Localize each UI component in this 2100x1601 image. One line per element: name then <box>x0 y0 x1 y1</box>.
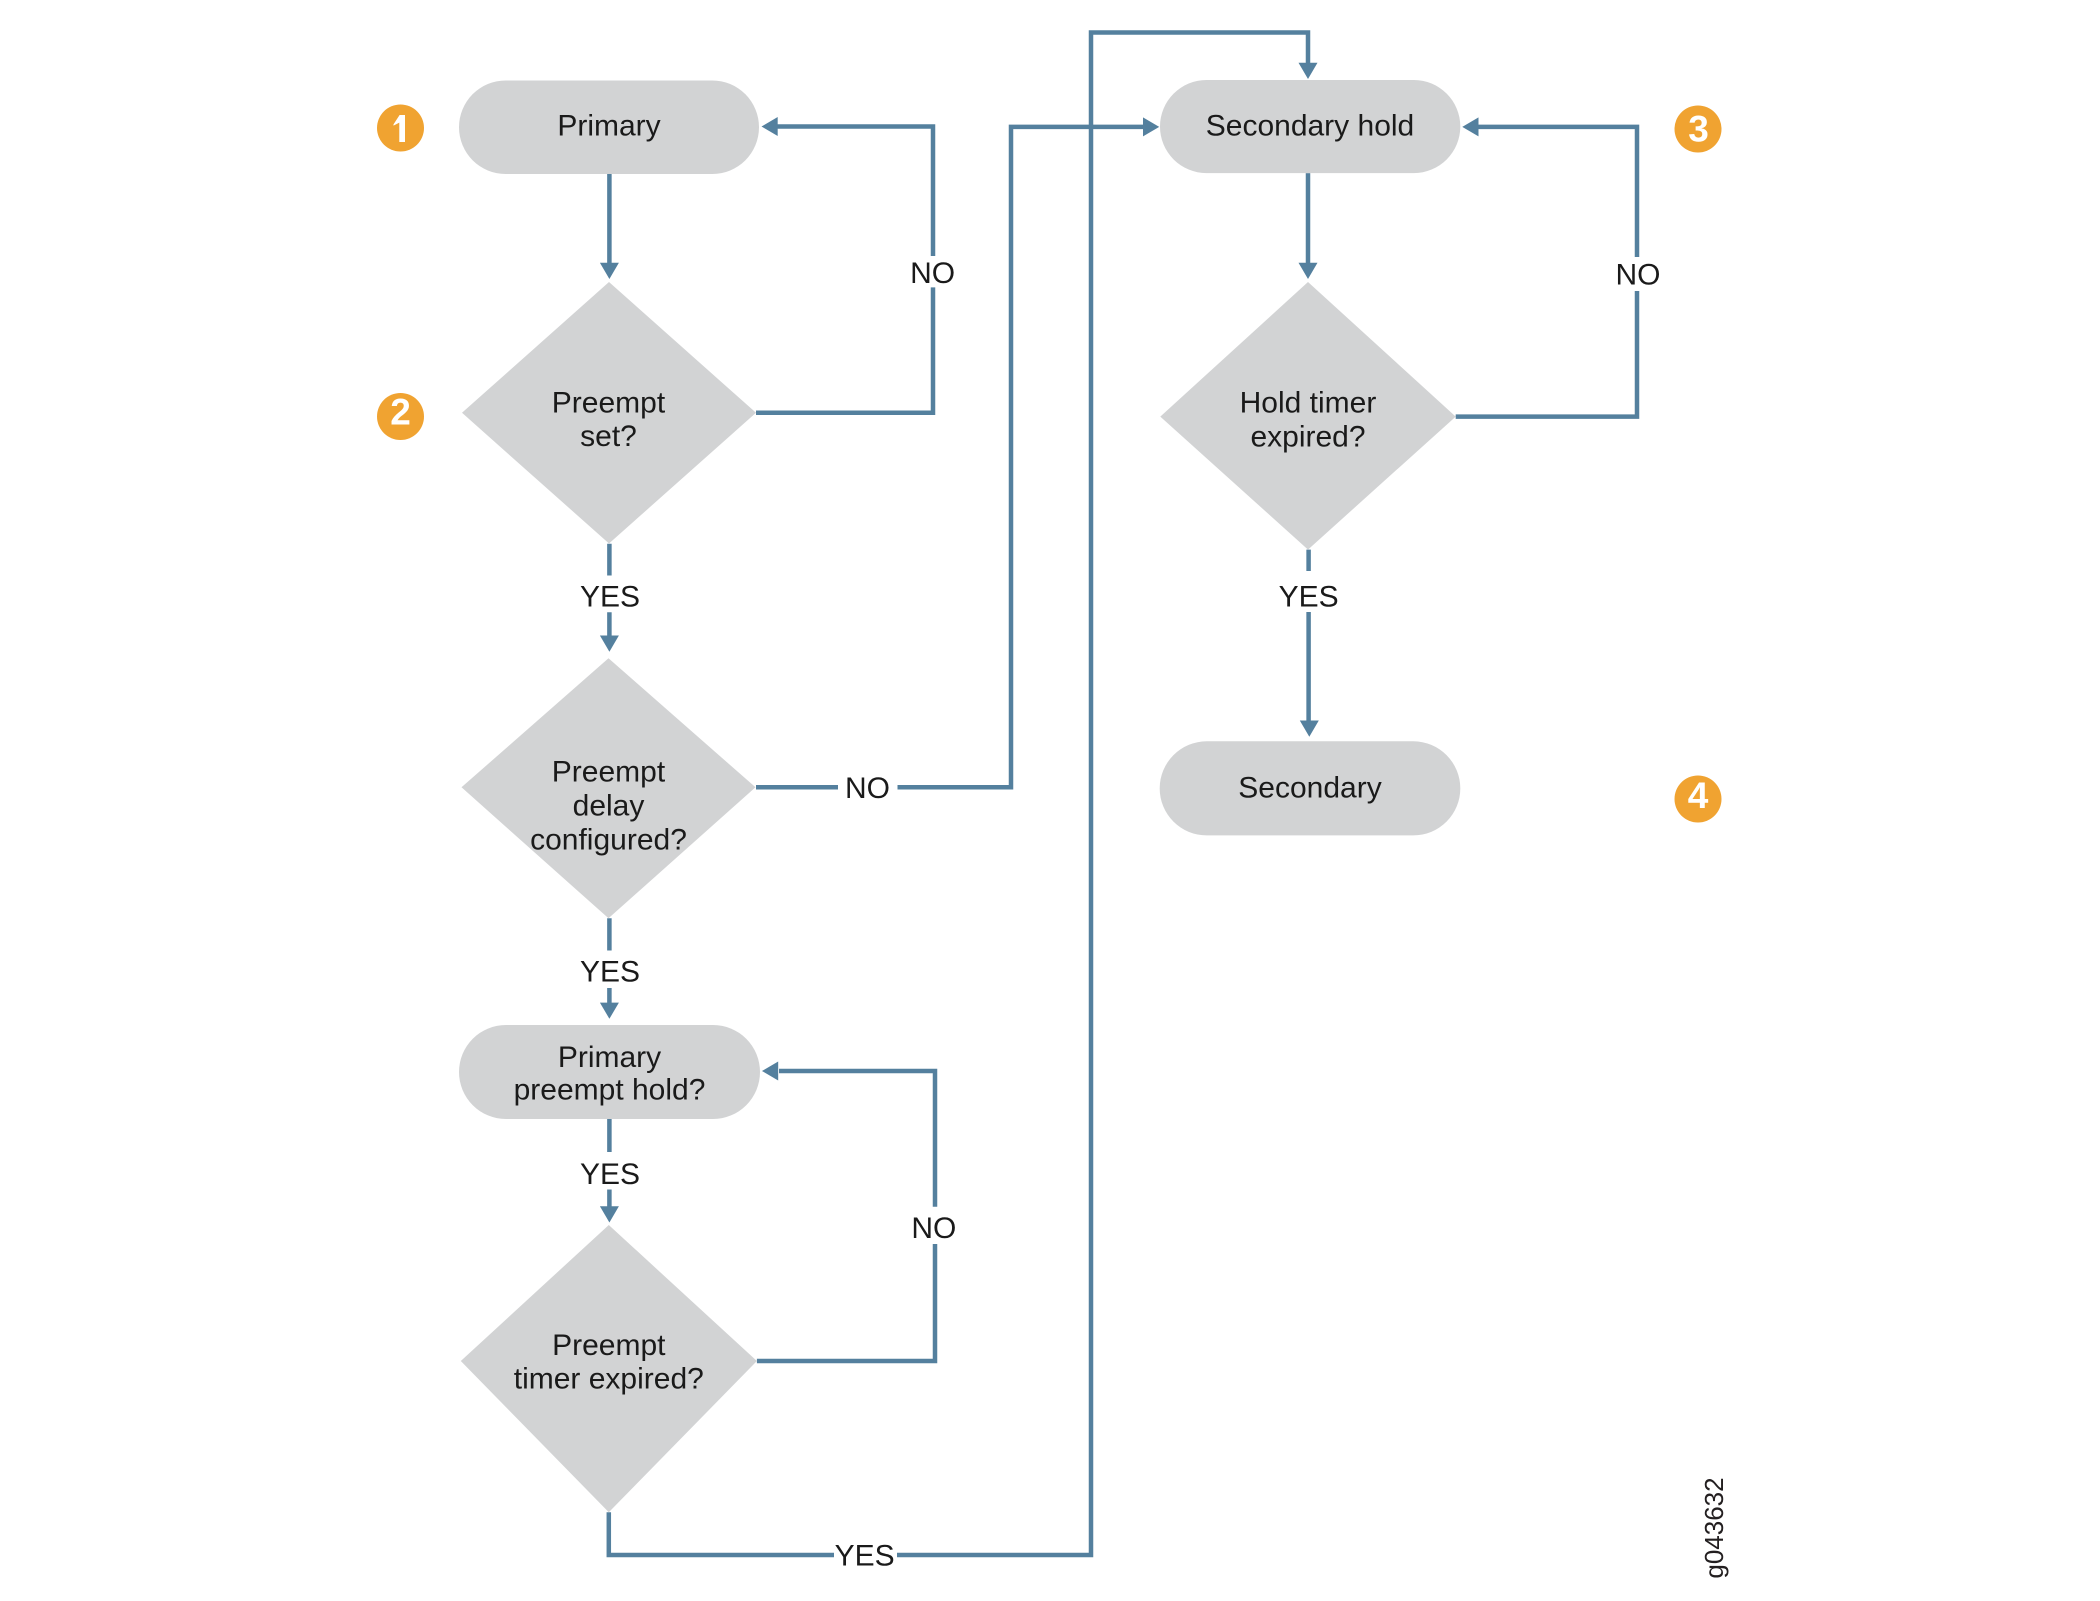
svg-text:3: 3 <box>1688 109 1709 150</box>
svg-text:YES: YES <box>580 1158 640 1191</box>
svg-text:preempt hold?: preempt hold? <box>514 1073 706 1106</box>
svg-text:timer expired?: timer expired? <box>514 1362 704 1395</box>
svg-text:YES: YES <box>580 956 640 989</box>
svg-text:NO: NO <box>910 257 955 290</box>
svg-text:delay: delay <box>573 790 645 823</box>
svg-text:g043632: g043632 <box>1699 1477 1729 1578</box>
svg-text:2: 2 <box>390 392 411 433</box>
svg-text:Primary: Primary <box>557 110 660 143</box>
svg-text:YES: YES <box>1279 581 1339 614</box>
svg-text:Primary: Primary <box>558 1041 661 1074</box>
svg-text:set?: set? <box>580 420 637 453</box>
svg-text:4: 4 <box>1688 775 1709 816</box>
svg-text:NO: NO <box>911 1212 956 1245</box>
svg-text:Secondary hold: Secondary hold <box>1206 109 1414 142</box>
svg-text:NO: NO <box>845 772 890 805</box>
svg-text:configured?: configured? <box>530 823 687 856</box>
svg-text:Hold timer: Hold timer <box>1240 387 1377 420</box>
svg-text:expired?: expired? <box>1250 420 1365 453</box>
svg-text:Secondary: Secondary <box>1238 771 1381 804</box>
svg-text:YES: YES <box>835 1540 895 1573</box>
svg-text:NO: NO <box>1616 259 1661 292</box>
svg-text:Preempt: Preempt <box>552 387 666 420</box>
svg-text:YES: YES <box>580 581 640 614</box>
svg-text:Preempt: Preempt <box>552 756 666 789</box>
svg-text:Preempt: Preempt <box>552 1329 666 1362</box>
